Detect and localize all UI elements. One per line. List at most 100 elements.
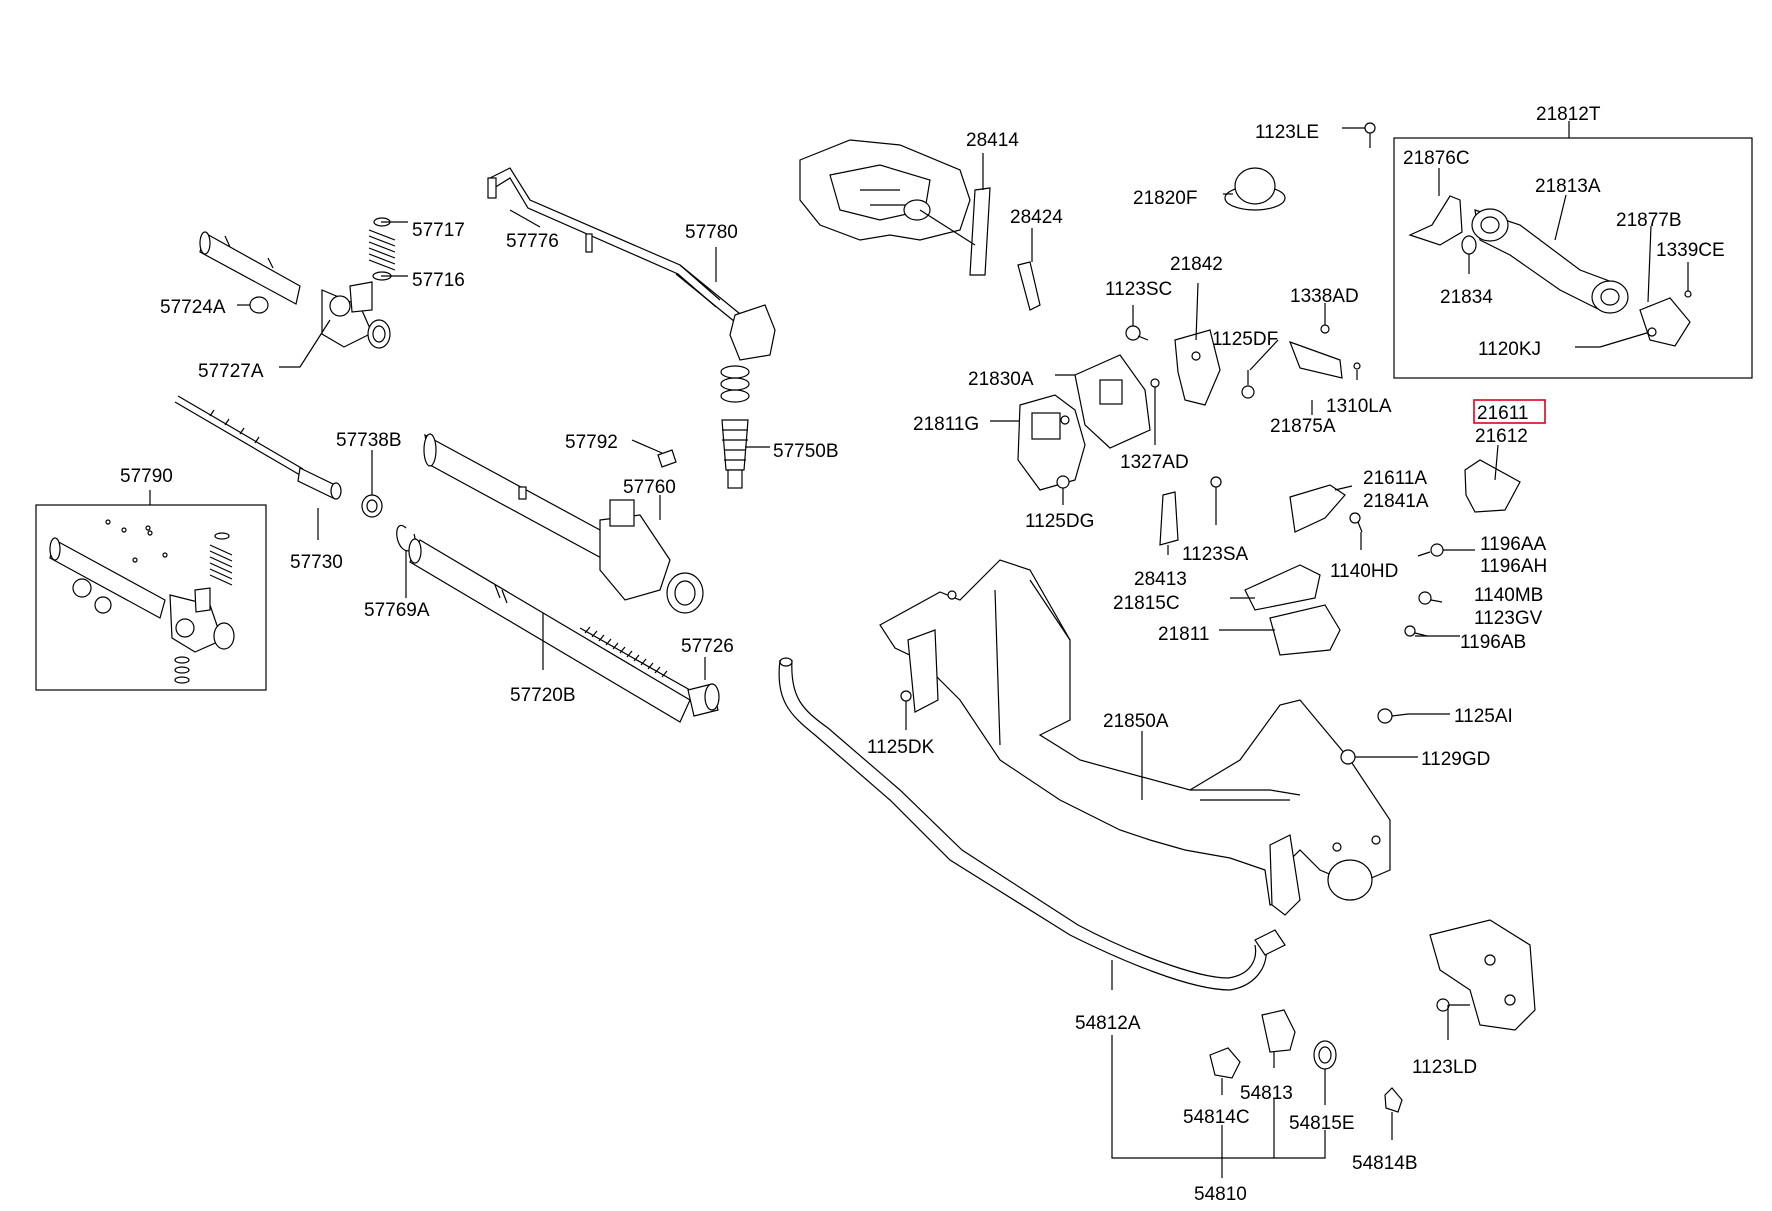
- label-1123sc[interactable]: 1123SC: [1105, 279, 1172, 300]
- bolt-1129gd: [1340, 749, 1372, 765]
- mount-21830a: [1074, 354, 1151, 449]
- label-54810[interactable]: 54810: [1194, 1184, 1247, 1205]
- label-21813a[interactable]: 21813A: [1535, 176, 1601, 197]
- label-57769a[interactable]: 57769A: [364, 600, 430, 621]
- gear-housing-kit: [49, 519, 235, 684]
- label-21811[interactable]: 21811: [1158, 624, 1209, 645]
- bolt-1196ab: [1404, 625, 1428, 637]
- label-57738b[interactable]: 57738B: [336, 430, 402, 451]
- bracket-21611a: [1289, 484, 1346, 533]
- bushing-57726: [687, 683, 720, 717]
- bolt-1140mb: [1418, 591, 1443, 605]
- label-1196ah[interactable]: 1196AH: [1480, 556, 1547, 577]
- tie-rod-57730: [174, 395, 342, 500]
- label-54814b[interactable]: 54814B: [1352, 1153, 1418, 1174]
- label-21875a[interactable]: 21875A: [1270, 416, 1336, 437]
- clamp-54814b: [1384, 1087, 1403, 1113]
- label-1338ad[interactable]: 1338AD: [1290, 286, 1359, 307]
- label-21815c[interactable]: 21815C: [1113, 593, 1180, 614]
- ring-57724a: [249, 296, 269, 314]
- label-54815e[interactable]: 54815E: [1289, 1113, 1355, 1134]
- label-1123le[interactable]: 1123LE: [1255, 122, 1319, 143]
- label-28414[interactable]: 28414: [966, 130, 1019, 151]
- cap-21820f: [1224, 167, 1286, 211]
- label-21834[interactable]: 21834: [1440, 287, 1493, 308]
- stabilizer-bar-54812a: [778, 657, 1286, 991]
- spring-57716: [368, 217, 396, 281]
- label-57726[interactable]: 57726: [681, 636, 734, 657]
- box-21812t: [1393, 137, 1753, 379]
- label-57717[interactable]: 57717: [412, 220, 465, 241]
- label-1125df[interactable]: 1125DF: [1212, 329, 1278, 350]
- label-1120kj[interactable]: 1120KJ: [1478, 339, 1541, 360]
- bolt-1123le: [1364, 122, 1376, 148]
- label-21612[interactable]: 21612: [1475, 426, 1528, 447]
- label-28413[interactable]: 28413: [1134, 569, 1187, 590]
- label-57750b[interactable]: 57750B: [773, 441, 839, 462]
- label-54814c[interactable]: 54814C: [1183, 1107, 1250, 1128]
- nut-1339ce: [1684, 290, 1692, 298]
- label-57720b[interactable]: 57720B: [510, 685, 576, 706]
- label-1140hd[interactable]: 1140HD: [1330, 561, 1398, 582]
- label-28424[interactable]: 28424: [1010, 207, 1063, 228]
- label-57760[interactable]: 57760: [623, 477, 676, 498]
- label-57716[interactable]: 57716: [412, 270, 465, 291]
- label-1125ai[interactable]: 1125AI: [1454, 706, 1513, 727]
- label-1140mb[interactable]: 1140MB: [1474, 585, 1543, 606]
- label-1123ld[interactable]: 1123LD: [1412, 1057, 1477, 1078]
- mount-arm-21813a: [1471, 208, 1629, 314]
- bolt-1196aa: [1417, 543, 1444, 557]
- label-1129gd[interactable]: 1129GD: [1421, 749, 1490, 770]
- bracket-21876c: [1408, 195, 1463, 246]
- bracket-21877b: [1639, 297, 1691, 347]
- label-1339ce[interactable]: 1339CE: [1656, 240, 1725, 261]
- label-54813[interactable]: 54813: [1240, 1083, 1293, 1104]
- label-57730[interactable]: 57730: [290, 552, 343, 573]
- mount-21811: [1269, 604, 1341, 656]
- highlight-box-21611: [1473, 399, 1546, 424]
- label-1310la[interactable]: 1310LA: [1326, 396, 1392, 417]
- label-1327ad[interactable]: 1327AD: [1120, 452, 1189, 473]
- label-21877b[interactable]: 21877B: [1616, 210, 1682, 231]
- label-57780[interactable]: 57780: [685, 222, 738, 243]
- bolt-1140hd: [1349, 512, 1363, 533]
- steering-gear-housing-upper: [199, 231, 391, 349]
- label-57776[interactable]: 57776: [506, 231, 559, 252]
- label-1196ab[interactable]: 1196AB: [1460, 632, 1526, 653]
- shim-28413: [1159, 491, 1179, 546]
- label-21811g[interactable]: 21811G: [913, 414, 979, 435]
- bolt-1125dk: [900, 690, 912, 712]
- bracket-1123ld: [1429, 919, 1536, 1031]
- label-21611a[interactable]: 21611A: [1363, 468, 1427, 489]
- label-21830a[interactable]: 21830A: [968, 369, 1034, 390]
- label-57790[interactable]: 57790: [120, 466, 173, 487]
- label-57724a[interactable]: 57724A: [160, 297, 226, 318]
- bolt-1120kj: [1599, 327, 1657, 348]
- label-21820f[interactable]: 21820F: [1133, 188, 1197, 209]
- label-57792[interactable]: 57792: [565, 432, 618, 453]
- label-21841a[interactable]: 21841A: [1363, 491, 1429, 512]
- label-1125dg[interactable]: 1125DG: [1025, 511, 1094, 532]
- label-21876c[interactable]: 21876C: [1403, 148, 1470, 169]
- label-21842[interactable]: 21842: [1170, 254, 1223, 275]
- label-1123gv[interactable]: 1123GV: [1474, 608, 1543, 629]
- pin-57792: [657, 449, 677, 468]
- label-57727a[interactable]: 57727A: [198, 361, 264, 382]
- label-1196aa[interactable]: 1196AA: [1480, 534, 1547, 555]
- bracket-28414: [919, 187, 991, 276]
- gear-housing-upper: [423, 433, 704, 614]
- bolt-1125ai: [1377, 708, 1409, 724]
- label-54812a[interactable]: 54812A: [1075, 1013, 1141, 1034]
- box-57790: [35, 504, 267, 691]
- label-1123sa[interactable]: 1123SA: [1182, 544, 1249, 565]
- mount-21842: [1174, 329, 1221, 406]
- bolt-1125df: [1241, 370, 1255, 399]
- label-21850a[interactable]: 21850A: [1103, 711, 1169, 732]
- label-21611[interactable]: 21611: [1477, 403, 1528, 424]
- nut-1338ad: [1320, 324, 1330, 334]
- engine-block-partial: [799, 139, 971, 241]
- label-1125dk[interactable]: 1125DK: [867, 737, 935, 758]
- label-21812t[interactable]: 21812T: [1536, 104, 1601, 125]
- crossmember-21850a: [879, 559, 1391, 916]
